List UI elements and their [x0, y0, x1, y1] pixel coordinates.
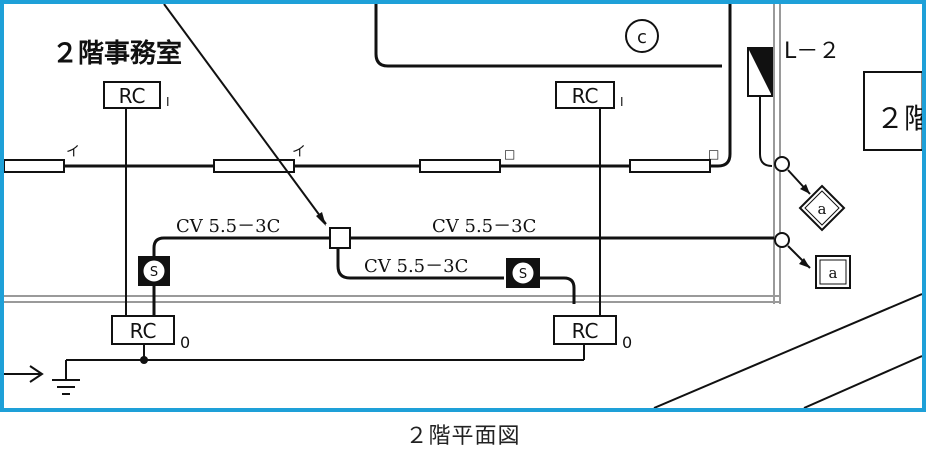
switch-left [138, 256, 170, 286]
cable-label-2: CV 5.5－3C [432, 216, 536, 237]
diagonal-wall [803, 355, 922, 408]
rc-box-bottom-right [553, 315, 617, 345]
tag-a-box [815, 255, 851, 289]
junction-circle [774, 232, 790, 248]
rc-label: RC [119, 84, 146, 108]
lamp-mark-i: イ [66, 144, 80, 160]
adjacent-room-box [863, 71, 922, 151]
switch-label: S [150, 265, 158, 280]
room-label: ２階事務室 [52, 38, 182, 69]
diagonal-wall [653, 293, 922, 408]
switch-label: S [519, 267, 527, 282]
rc-label: RC [572, 319, 599, 343]
tag-a-label: a [829, 264, 838, 282]
floor-plan-diagram: ２階事務室 L－２ c ２階 RC RC RC RC I I 0 0 S S a… [4, 4, 922, 408]
ground-wiring [65, 344, 585, 380]
room-wall [374, 4, 722, 68]
figure-frame: ２階事務室 L－２ c ２階 RC RC RC RC I I 0 0 S S a… [0, 0, 926, 412]
rc-box-bottom-left [111, 315, 175, 345]
rc-box-top-left [103, 81, 161, 109]
junction-box [329, 227, 351, 249]
lamp-mark-ro: □ [504, 147, 515, 161]
rc-suffix-bottom: 0 [180, 333, 190, 352]
circle-c-marker [625, 19, 659, 53]
panel-l2-icon [747, 47, 773, 97]
lamp-mark-ro: □ [708, 147, 719, 161]
ground-icon [52, 379, 80, 395]
ground-arrow-icon [4, 365, 44, 383]
rc-suffix-top: I [166, 95, 170, 109]
figure-caption: ２階平面図 [405, 424, 521, 449]
circle-c-label: c [637, 27, 647, 48]
junction-circle [774, 156, 790, 172]
rc-label: RC [572, 84, 599, 108]
panel-feed-wire [704, 4, 732, 168]
leader-line [163, 4, 327, 225]
light-fixture-row [4, 159, 711, 173]
panel-label: L－２ [784, 39, 840, 64]
rc-label: RC [130, 319, 157, 343]
tag-a-label: a [818, 200, 827, 218]
room-label-right: ２階 [876, 102, 922, 135]
rc-suffix-top: I [620, 95, 624, 109]
cable-label-3: CV 5.5－3C [364, 256, 468, 277]
cable-run-left [152, 236, 330, 258]
cable-label-1: CV 5.5－3C [176, 216, 280, 237]
tag-a-diamond [798, 184, 846, 232]
cable-run-lower [336, 248, 504, 280]
rc-box-top-right [555, 81, 615, 109]
switch-right [506, 258, 540, 288]
rc-suffix-bottom: 0 [622, 333, 632, 352]
lamp-mark-i: イ [292, 144, 306, 160]
